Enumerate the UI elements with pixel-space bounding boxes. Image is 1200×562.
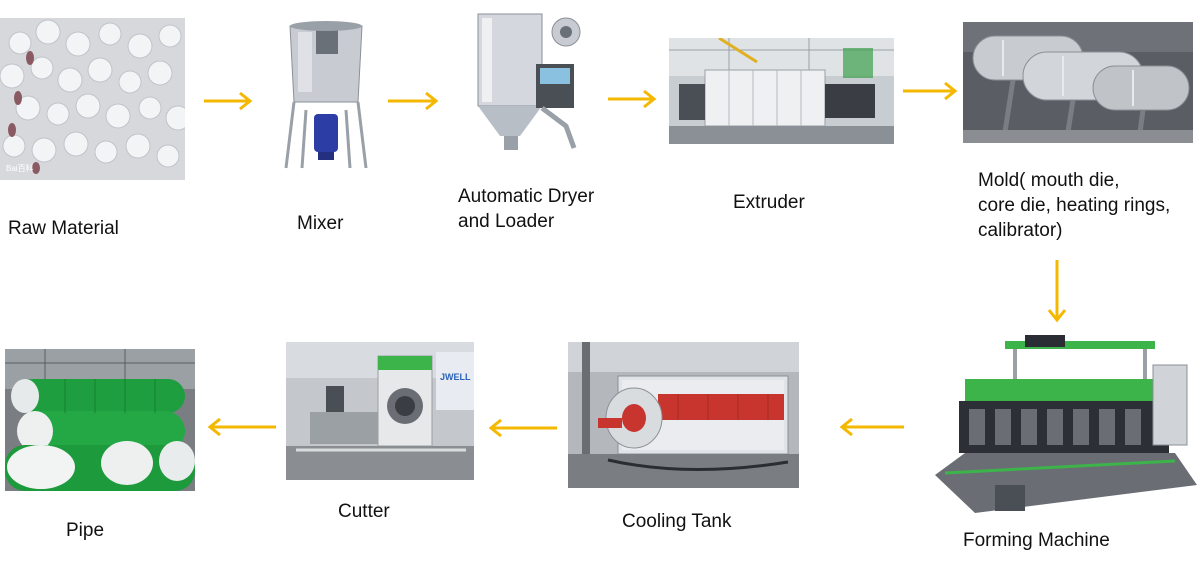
step-label-pipe: Pipe (66, 520, 105, 541)
arrow-icon (487, 417, 557, 439)
step-label-cutter: Cutter (338, 501, 390, 522)
mixer-image (276, 18, 376, 178)
step-label-raw-material: Raw Material (8, 218, 119, 239)
brand-text: JWELL (440, 372, 471, 382)
raw-material-image: Bai百科 (0, 18, 185, 180)
step-label-extruder: Extruder (733, 192, 805, 213)
cutter-image: JWELL (286, 342, 474, 480)
extruder-image (669, 38, 894, 144)
arrow-icon (903, 80, 959, 102)
step-label-mold: Mold( mouth die, core die, heating rings… (978, 170, 1171, 241)
mold-image (963, 22, 1193, 143)
step-label-mixer: Mixer (297, 213, 344, 234)
dryer-image (468, 8, 586, 158)
forming-machine-image (935, 335, 1197, 520)
cooling-tank-image (568, 342, 799, 488)
arrow-icon (608, 88, 658, 110)
arrow-icon (206, 416, 276, 438)
arrow-icon (204, 90, 254, 112)
watermark-text: Bai百科 (6, 164, 34, 173)
step-label-cooling: Cooling Tank (622, 511, 732, 532)
arrow-icon (1045, 260, 1069, 324)
arrow-icon (838, 416, 904, 438)
step-label-dryer: Automatic Dryer and Loader (458, 186, 595, 232)
pipe-image (5, 349, 195, 491)
step-label-forming: Forming Machine (963, 530, 1110, 551)
arrow-icon (388, 90, 440, 112)
